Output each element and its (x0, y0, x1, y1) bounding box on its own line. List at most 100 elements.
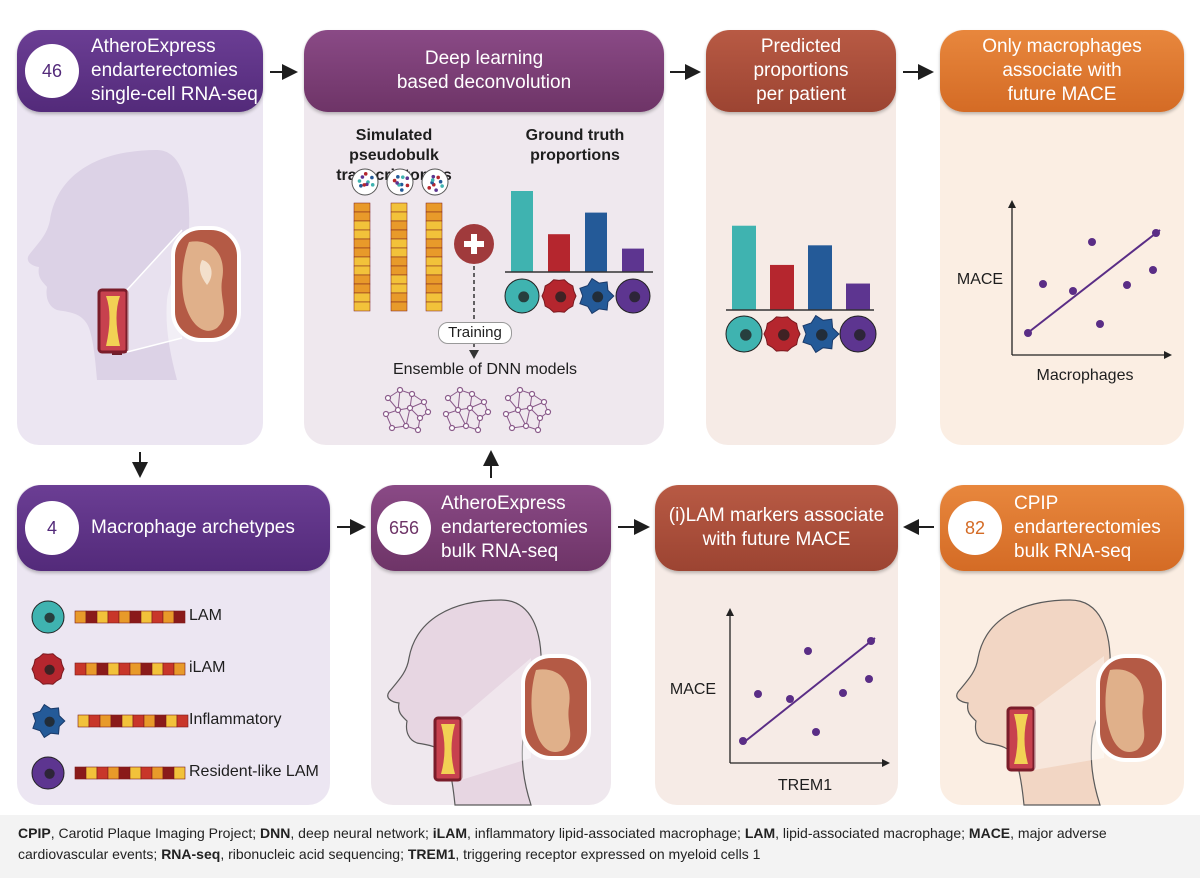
expression-cell (353, 283, 371, 294)
sample-dot (362, 183, 367, 187)
archetype-strip-cell (129, 662, 142, 676)
scatter-point (1149, 266, 1157, 274)
badge-cpip-count: 82 (948, 501, 1002, 555)
scatter-point (1039, 280, 1047, 288)
caption-abbrev: TREM1 (407, 846, 456, 862)
archetype-strip-cell (173, 766, 186, 780)
ensemble-label: Ensemble of DNN models (392, 361, 578, 378)
archetype-strip-cell (118, 662, 131, 676)
expression-cell (353, 220, 371, 231)
archetype-label-inflammatory: Inflammatory (189, 711, 282, 728)
expression-cell (425, 256, 443, 267)
expression-cell (353, 256, 371, 267)
archetype-strip-cell (96, 610, 109, 624)
archetype-strip-cell (74, 610, 87, 624)
archetype-label-lam: LAM (189, 607, 222, 624)
expression-cell (425, 211, 443, 222)
expression-cell (353, 229, 371, 240)
bar-resident (622, 248, 644, 272)
archetype-strip-cell (88, 714, 101, 728)
scatter-point (1024, 329, 1032, 337)
expression-cell (425, 283, 443, 294)
sample-dot-circle-2 (386, 168, 414, 196)
sample-dot (370, 175, 374, 180)
archetype-strip-cell (99, 714, 112, 728)
scatter-point (739, 737, 747, 745)
sample-dot (430, 178, 435, 182)
caption-definition: , ribonucleic acid sequencing; (220, 846, 408, 862)
sample-dot (440, 184, 444, 188)
sample-dot (438, 179, 443, 184)
archetype-strip-cell (121, 714, 134, 728)
cell-ilam-icon (763, 316, 801, 352)
archetype-strip-cell (151, 766, 164, 780)
expression-cell (425, 220, 443, 231)
header-cpip-title: CPIP endarterectomies bulk RNA-seq (1014, 493, 1161, 562)
expression-cell (390, 283, 408, 294)
sample-dot (431, 174, 436, 179)
caption-abbrev: MACE (968, 825, 1011, 841)
archetype-strip-cell (140, 766, 153, 780)
caption-definition: , inflammatory lipid-associated macropha… (467, 825, 745, 841)
bar-lam (511, 191, 533, 272)
archetype-strip-cell (85, 662, 98, 676)
caption-definition: , lipid-associated macrophage; (775, 825, 969, 841)
bar-resident (846, 283, 870, 310)
archetype-strip-cell (132, 714, 145, 728)
bar-ilam (548, 234, 570, 272)
sample-dot (434, 188, 438, 192)
archetype-strip-cell (165, 714, 178, 728)
bar-lam (732, 225, 756, 310)
sample-dot (359, 183, 363, 188)
archetype-strip-cell (96, 766, 109, 780)
archetype-strip-cell (173, 610, 186, 624)
header-markers: (i)LAM markers associate with future MAC… (655, 485, 898, 571)
archetype-legend (31, 600, 189, 790)
ground-truth-label: Ground truth proportions (525, 127, 625, 164)
expression-cell (390, 274, 408, 285)
training-label: Training (438, 322, 512, 344)
archetype-strip-cell (140, 662, 153, 676)
scatter-point (867, 637, 875, 645)
expression-cell (353, 238, 371, 249)
archetype-strip-cell (118, 766, 131, 780)
expression-cell (425, 247, 443, 258)
sample-dot (427, 186, 432, 190)
archetype-strip-cell (151, 662, 164, 676)
archetype-label-resident: Resident-like LAM (189, 763, 319, 780)
archetype-strip-cell (143, 714, 156, 728)
head-illustration-bulk (387, 599, 591, 806)
scatter-point (1088, 238, 1096, 246)
expression-cell (353, 211, 371, 222)
neural-network-icon (382, 386, 432, 434)
expression-cell (390, 211, 408, 222)
archetype-strip-cell (107, 766, 120, 780)
expression-cell (425, 274, 443, 285)
scatter-point (1096, 320, 1104, 328)
header-macrophages-mace: Only macrophages associate with future M… (940, 30, 1184, 112)
sample-dot (357, 179, 362, 183)
archetype-strip-cell (85, 766, 98, 780)
caption-abbrev: CPIP (18, 825, 51, 841)
sample-dot (396, 175, 400, 179)
expression-cell (425, 301, 443, 312)
archetype-strip-cell (107, 610, 120, 624)
header-markers-title: (i)LAM markers associate with future MAC… (668, 505, 885, 550)
sample-dot (363, 172, 368, 176)
archetype-strip-cell (162, 610, 175, 624)
sample-dot (399, 188, 404, 192)
predicted-bar-chart (725, 225, 877, 354)
sample-dot (360, 175, 365, 179)
archetype-resident-icon (31, 756, 65, 790)
sample-dot (400, 175, 405, 179)
neural-network-icon (502, 386, 552, 434)
expression-cell (390, 229, 408, 240)
archetype-ilam-icon (31, 653, 65, 685)
figure-caption: CPIP, Carotid Plaque Imaging Project; DN… (0, 815, 1200, 878)
caption-definition: , major adverse cardiovascular events; (18, 825, 1107, 862)
expression-cell (390, 301, 408, 312)
archetype-strip-cell (85, 610, 98, 624)
sample-dot (392, 178, 397, 183)
header-bulk-title: AtheroExpress endarterectomies bulk RNA-… (441, 493, 588, 562)
header-predicted: Predicted proportions per patient (706, 30, 896, 112)
